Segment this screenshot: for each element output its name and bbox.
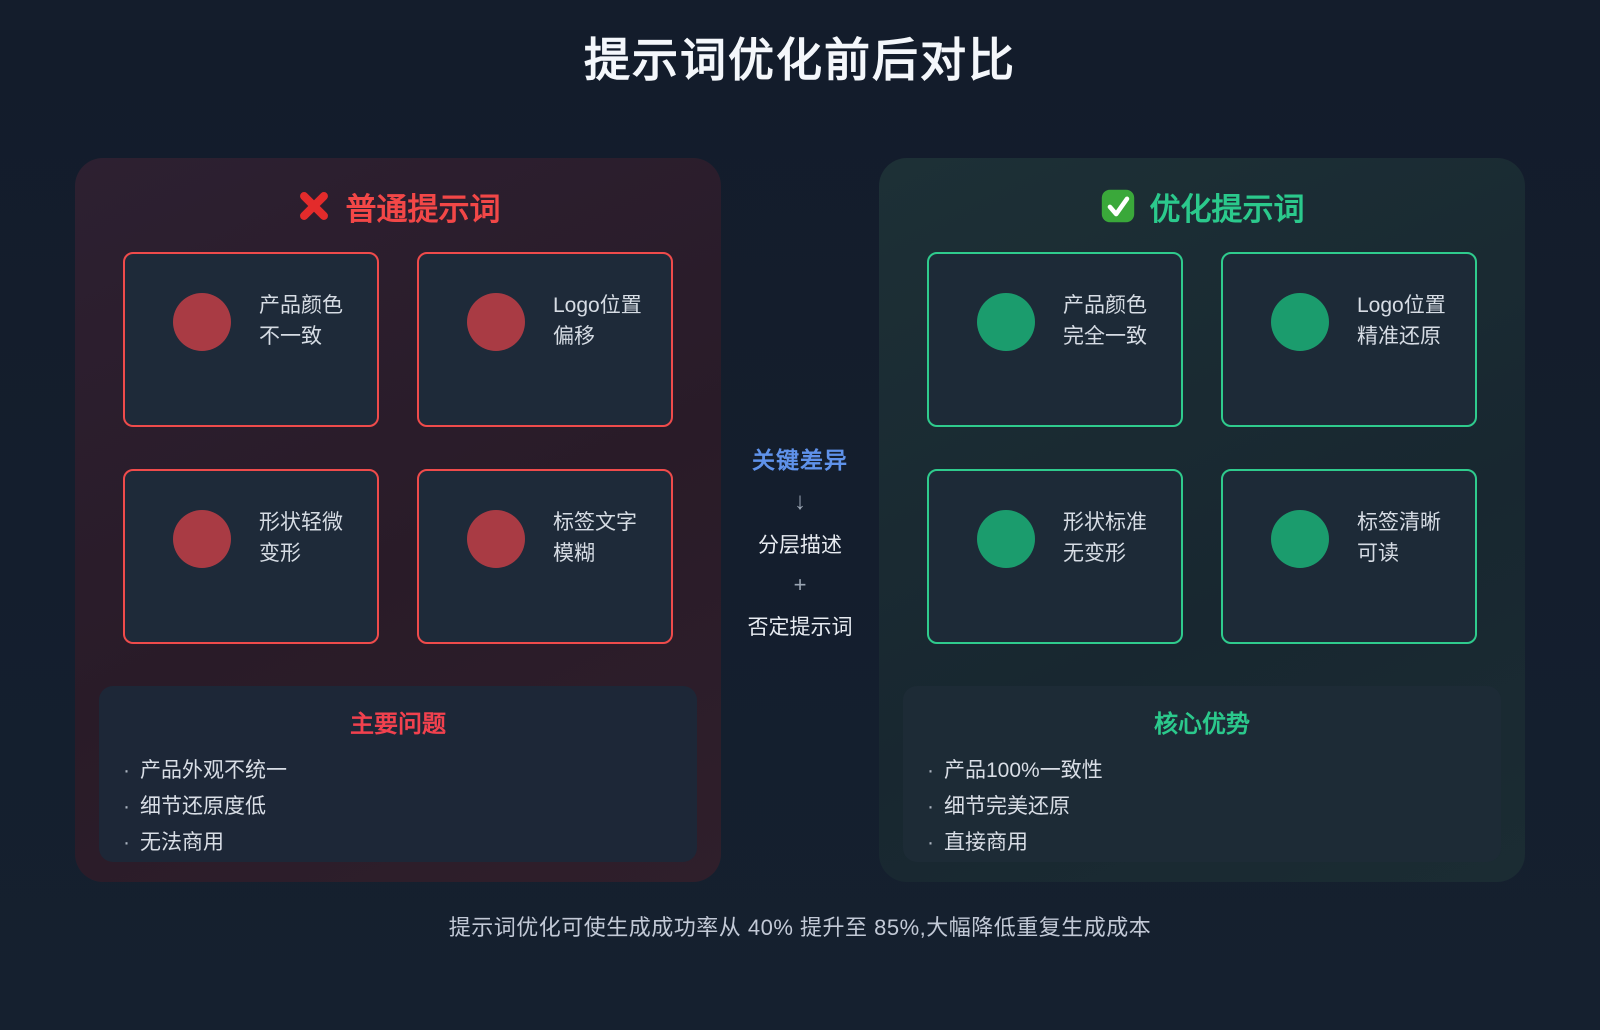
advantage-card-line1: 标签清晰 bbox=[1357, 511, 1441, 535]
arrow-down-icon: ↓ bbox=[794, 488, 806, 515]
after-summary-title: 核心优势 bbox=[1154, 711, 1250, 738]
advantage-card-line1: 产品颜色 bbox=[1063, 294, 1147, 318]
bullet-text: 直接商用 bbox=[944, 831, 1028, 854]
plus-sign: + bbox=[793, 572, 807, 597]
issue-card-line1: 形状轻微 bbox=[259, 511, 343, 535]
advantage-card-line1: 形状标准 bbox=[1063, 511, 1147, 535]
advantage-card: 标签清晰 可读 bbox=[1221, 469, 1477, 644]
page-title: 提示词优化前后对比 bbox=[584, 34, 1016, 86]
issue-card-line2: 不一致 bbox=[259, 324, 322, 348]
advantage-card: 产品颜色 完全一致 bbox=[927, 252, 1183, 427]
before-summary-title: 主要问题 bbox=[350, 711, 446, 738]
red-dot-icon bbox=[467, 509, 525, 568]
key-difference-column: 关键差异 ↓ 分层描述 + 否定提示词 bbox=[721, 158, 879, 882]
advantage-card-line2: 可读 bbox=[1357, 541, 1399, 565]
bullet-text: 细节完美还原 bbox=[944, 795, 1070, 818]
issue-card-line2: 模糊 bbox=[553, 541, 595, 565]
issue-card: 形状轻微 变形 bbox=[123, 469, 379, 644]
red-dot-icon bbox=[173, 509, 231, 568]
advantage-card: 形状标准 无变形 bbox=[927, 469, 1183, 644]
bullet-text: 细节还原度低 bbox=[140, 795, 266, 818]
before-summary-box: 主要问题 · 产品外观不统一 · 细节还原度低 · 无法商用 bbox=[99, 686, 697, 862]
bullet-text: 无法商用 bbox=[140, 831, 224, 854]
advantage-card-label: Logo位置 精准还原 bbox=[1357, 291, 1446, 352]
after-panel: 优化提示词 产品颜色 完全一致 Logo位置 精准还原 bbox=[879, 158, 1525, 882]
after-summary-list: · 产品100%一致性 · 细节完美还原 · 直接商用 bbox=[927, 753, 1477, 861]
green-dot-icon bbox=[977, 292, 1035, 351]
after-summary-box: 核心优势 · 产品100%一致性 · 细节完美还原 · 直接商用 bbox=[903, 686, 1501, 862]
after-panel-title: 优化提示词 bbox=[1149, 191, 1305, 227]
advantage-card-label: 形状标准 无变形 bbox=[1063, 508, 1147, 569]
green-dot-icon bbox=[1271, 509, 1329, 568]
bullet-item: · 产品100%一致性 bbox=[927, 753, 1477, 789]
before-panel: 普通提示词 产品颜色 不一致 Logo位置 偏移 bbox=[75, 158, 721, 882]
issue-card: 标签文字 模糊 bbox=[417, 469, 673, 644]
before-panel-header: 普通提示词 bbox=[75, 184, 721, 228]
bullet-dot: · bbox=[927, 759, 934, 782]
advantage-card-label: 标签清晰 可读 bbox=[1357, 508, 1441, 569]
issue-card: 产品颜色 不一致 bbox=[123, 252, 379, 427]
after-cards-grid: 产品颜色 完全一致 Logo位置 精准还原 形状标准 无变形 bbox=[927, 252, 1477, 644]
after-panel-header: 优化提示词 bbox=[879, 184, 1525, 228]
issue-card-line1: Logo位置 bbox=[553, 294, 642, 318]
issue-card-line1: 产品颜色 bbox=[259, 294, 343, 318]
issue-card-label: 产品颜色 不一致 bbox=[259, 291, 343, 352]
red-dot-icon bbox=[173, 292, 231, 351]
cross-mark-icon bbox=[299, 192, 328, 220]
check-mark-icon bbox=[1101, 189, 1134, 223]
bullet-item: · 产品外观不统一 bbox=[123, 753, 673, 789]
technique-step-1: 分层描述 bbox=[758, 534, 842, 557]
bullet-text: 产品100%一致性 bbox=[944, 759, 1103, 782]
issue-card-label: 标签文字 模糊 bbox=[553, 508, 637, 569]
advantage-card-line2: 精准还原 bbox=[1357, 324, 1441, 348]
content-area: 普通提示词 产品颜色 不一致 Logo位置 偏移 bbox=[0, 158, 1600, 882]
before-summary-list: · 产品外观不统一 · 细节还原度低 · 无法商用 bbox=[123, 753, 673, 861]
technique-step-2: 否定提示词 bbox=[747, 616, 853, 639]
bullet-dot: · bbox=[123, 795, 130, 818]
bullet-item: · 细节完美还原 bbox=[927, 789, 1477, 825]
red-dot-icon bbox=[467, 292, 525, 351]
footer-note: 提示词优化可使生成成功率从 40% 提升至 85%,大幅降低重复生成成本 bbox=[448, 915, 1152, 940]
green-dot-icon bbox=[1271, 292, 1329, 351]
bullet-item: · 细节还原度低 bbox=[123, 789, 673, 825]
before-cards-grid: 产品颜色 不一致 Logo位置 偏移 形状轻微 变形 bbox=[123, 252, 673, 644]
green-dot-icon bbox=[977, 509, 1035, 568]
bullet-dot: · bbox=[927, 795, 934, 818]
issue-card-line1: 标签文字 bbox=[553, 511, 637, 535]
issue-card-label: Logo位置 偏移 bbox=[553, 291, 642, 352]
bullet-dot: · bbox=[927, 831, 934, 854]
advantage-card-line1: Logo位置 bbox=[1357, 294, 1446, 318]
bullet-item: · 直接商用 bbox=[927, 825, 1477, 861]
issue-card-label: 形状轻微 变形 bbox=[259, 508, 343, 569]
bullet-dot: · bbox=[123, 759, 130, 782]
issue-card: Logo位置 偏移 bbox=[417, 252, 673, 427]
advantage-card-line2: 无变形 bbox=[1063, 541, 1126, 565]
key-difference-label: 关键差异 bbox=[752, 447, 848, 473]
advantage-card-label: 产品颜色 完全一致 bbox=[1063, 291, 1147, 352]
advantage-card: Logo位置 精准还原 bbox=[1221, 252, 1477, 427]
bullet-item: · 无法商用 bbox=[123, 825, 673, 861]
bullet-dot: · bbox=[123, 831, 130, 854]
bullet-text: 产品外观不统一 bbox=[140, 759, 287, 782]
comparison-infographic: 提示词优化前后对比 普通提示词 产品颜色 不一致 bbox=[0, 30, 1600, 1030]
advantage-card-line2: 完全一致 bbox=[1063, 324, 1147, 348]
issue-card-line2: 偏移 bbox=[553, 324, 595, 348]
before-panel-title: 普通提示词 bbox=[345, 191, 501, 227]
issue-card-line2: 变形 bbox=[259, 541, 301, 565]
